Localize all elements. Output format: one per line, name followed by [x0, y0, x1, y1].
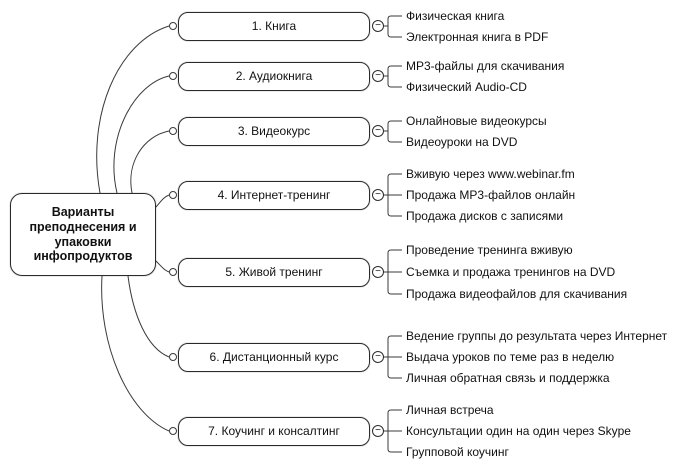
link-dot [169, 353, 177, 361]
curve-branch-7 [101, 275, 170, 432]
link-dot [169, 127, 177, 135]
branch-node-book[interactable]: 1. Книга [178, 11, 370, 41]
leaf-bracket-4 [384, 173, 402, 217]
link-dot [169, 72, 177, 80]
root-node[interactable]: Варианты преподнесения и упаковки инфопр… [10, 193, 156, 276]
branch-node-label: 2. Аудиокнига [235, 69, 313, 83]
branch-node-coaching[interactable]: 7. Коучинг и консалтинг [178, 416, 370, 446]
leaf-item[interactable]: Съемка и продажа тренингов на DVD [406, 265, 616, 279]
leaf-item[interactable]: Физическая книга [406, 9, 505, 23]
collapse-toggle-icon[interactable]: − [372, 125, 384, 137]
leaf-bracket-7 [384, 409, 402, 453]
leaf-item[interactable]: Консультации один на один через Skype [406, 424, 631, 438]
leaf-bracket-5 [384, 249, 402, 295]
leaf-item[interactable]: Личная встреча [406, 403, 494, 417]
link-dot [169, 22, 177, 30]
curve-branch-2 [113, 75, 170, 194]
branch-node-label: 7. Коучинг и консалтинг [208, 424, 340, 438]
root-node-label: Варианты преподнесения и упаковки инфопр… [29, 205, 137, 264]
link-dot [169, 268, 177, 276]
branch-node-live-training[interactable]: 5. Живой тренинг [178, 257, 370, 287]
branch-node-label: 4. Интернет-тренинг [217, 188, 331, 202]
link-dot [169, 427, 177, 435]
branch-node-distance-course[interactable]: 6. Дистанционный курс [178, 342, 370, 372]
curve-branch-6 [127, 275, 170, 358]
leaf-item[interactable]: Проведение тренинга вживую [406, 243, 573, 257]
leaf-item[interactable]: Электронная книга в PDF [406, 30, 549, 44]
leaf-item[interactable]: Онлайновые видеокурсы [406, 114, 547, 128]
collapse-toggle-icon[interactable]: − [372, 351, 384, 363]
leaf-item[interactable]: Видеоуроки на DVD [406, 135, 518, 149]
branch-node-audiobook[interactable]: 2. Аудиокнига [178, 61, 370, 91]
branch-node-videocourse[interactable]: 3. Видеокурс [178, 116, 370, 146]
leaf-item[interactable]: Вживую через www.webinar.fm [406, 167, 575, 181]
branch-node-internet-training[interactable]: 4. Интернет-тренинг [178, 180, 370, 210]
leaf-item[interactable]: Физический Audio-CD [406, 80, 527, 94]
collapse-toggle-icon[interactable]: − [372, 425, 384, 437]
leaf-item[interactable]: MP3-файлы для скачивания [406, 59, 565, 73]
leaf-item[interactable]: Групповой коучинг [406, 445, 509, 459]
branch-node-label: 6. Дистанционный курс [209, 350, 339, 364]
branch-node-label: 5. Живой тренинг [225, 265, 323, 279]
leaf-bracket-1 [384, 15, 402, 38]
branch-node-label: 1. Книга [251, 19, 297, 33]
leaf-item[interactable]: Выдача уроков по теме раз в неделю [406, 350, 615, 364]
collapse-toggle-icon[interactable]: − [372, 70, 384, 82]
curve-branch-1 [96, 25, 170, 194]
collapse-toggle-icon[interactable]: − [372, 20, 384, 32]
curve-branch-5 [155, 260, 170, 273]
curve-branch-4 [155, 194, 170, 208]
leaf-bracket-6 [384, 335, 402, 379]
curve-branch-3 [130, 130, 170, 194]
collapse-toggle-icon[interactable]: − [372, 266, 384, 278]
branch-node-label: 3. Видеокурс [237, 124, 311, 138]
leaf-bracket-3 [384, 120, 402, 143]
leaf-item[interactable]: Личная обратная связь и поддержка [406, 371, 610, 385]
link-dot [169, 191, 177, 199]
leaf-bracket-2 [384, 65, 402, 88]
leaf-item[interactable]: Продажа MP3-файлов онлайн [406, 188, 576, 202]
leaf-item[interactable]: Продажа видеофайлов для скачивания [406, 287, 628, 301]
collapse-toggle-icon[interactable]: − [372, 189, 384, 201]
leaf-item[interactable]: Ведение группы до результата через Интер… [406, 329, 668, 343]
leaf-item[interactable]: Продажа дисков с записями [406, 209, 564, 223]
